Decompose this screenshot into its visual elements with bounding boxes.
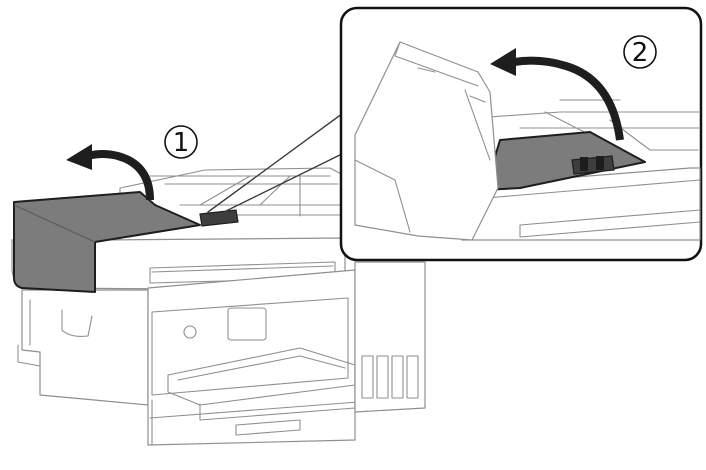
printer-illustration: 1: [11, 107, 426, 446]
callout-view: 2: [339, 6, 703, 262]
adf-cover: [13, 191, 201, 293]
curved-arrow-left-icon: [490, 48, 624, 141]
svg-text:2: 2: [632, 38, 649, 68]
step-two-label: 2: [623, 35, 657, 69]
adf-latch: [199, 209, 239, 227]
curved-arrow-left-icon: [66, 144, 154, 201]
svg-text:1: 1: [173, 128, 190, 158]
step-one-label: 1: [164, 125, 198, 159]
